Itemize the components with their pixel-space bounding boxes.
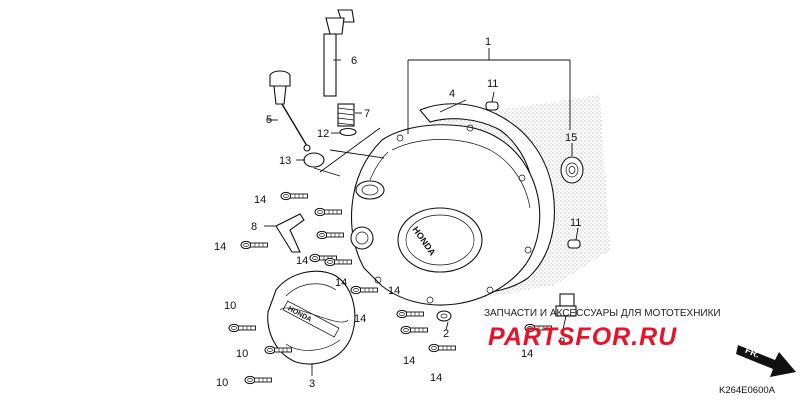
callouts: 1 4 11 15 11 6 7 12 5 13 14 8 14 14 14 1… xyxy=(214,36,581,390)
callout-14-c: 14 xyxy=(296,255,308,267)
bearing xyxy=(560,156,584,184)
front-direction-arrow: FR. xyxy=(736,345,796,377)
oil-filler-cap xyxy=(269,70,311,152)
bolt-14-h xyxy=(396,309,424,319)
callout-10-c: 10 xyxy=(216,377,228,389)
callout-11-lower: 11 xyxy=(570,217,581,229)
callout-14-f: 14 xyxy=(354,313,366,325)
callout-11-upper: 11 xyxy=(487,78,498,90)
callout-14-d: 14 xyxy=(335,277,347,289)
watermark-logo: PARTSFOR.RU xyxy=(488,323,677,351)
callout-13: 13 xyxy=(279,155,291,167)
dowel-pin-lower xyxy=(567,239,581,249)
callout-14-g: 14 xyxy=(403,355,415,367)
callout-14-i: 14 xyxy=(521,348,533,360)
dowel-pin-upper xyxy=(485,101,499,111)
callout-14-e: 14 xyxy=(388,285,400,297)
spring xyxy=(337,103,355,127)
callout-5: 5 xyxy=(266,114,272,126)
crankcase-cover: HONDA xyxy=(350,124,541,306)
bolt-10-c xyxy=(244,375,272,385)
callout-6: 6 xyxy=(351,55,357,67)
bolt-14-f xyxy=(324,257,352,267)
callout-9: 9 xyxy=(559,336,565,348)
callout-2: 2 xyxy=(443,328,449,340)
bolt-14-b xyxy=(314,207,342,217)
callout-14-h: 14 xyxy=(430,372,442,384)
bolt-14-a xyxy=(280,191,308,201)
callout-14-b: 14 xyxy=(214,241,226,253)
callout-14-a: 14 xyxy=(254,194,266,206)
bolt-14-j xyxy=(428,343,456,353)
callout-4: 4 xyxy=(449,88,455,100)
callout-10-b: 10 xyxy=(236,348,248,360)
washer xyxy=(436,310,452,322)
fitting xyxy=(555,293,577,317)
callout-12: 12 xyxy=(317,128,329,140)
callout-1: 1 xyxy=(485,36,491,48)
oil-dipstick xyxy=(323,9,355,97)
bolt-10-a xyxy=(228,323,256,333)
watermark-prefix: ЗАПЧАСТИ И АКСЕССУАРЫ ДЛЯ МОТОТЕХНИКИ xyxy=(484,308,721,319)
bracket xyxy=(275,213,305,253)
o-ring-large xyxy=(303,152,325,168)
callout-3: 3 xyxy=(309,378,315,390)
side-cover: HONDA xyxy=(267,270,356,365)
callout-8: 8 xyxy=(251,221,257,233)
callout-7: 7 xyxy=(364,108,370,120)
o-ring-small xyxy=(339,127,357,137)
bolt-14-g xyxy=(350,285,378,295)
bolt-14-d xyxy=(316,230,344,240)
bolt-14-c xyxy=(240,240,268,250)
bolt-14-i xyxy=(400,325,428,335)
leader-lines xyxy=(264,48,579,376)
callout-10-a: 10 xyxy=(224,300,236,312)
callout-15: 15 xyxy=(565,132,577,144)
diagram-code: K264E0600A xyxy=(719,385,776,396)
